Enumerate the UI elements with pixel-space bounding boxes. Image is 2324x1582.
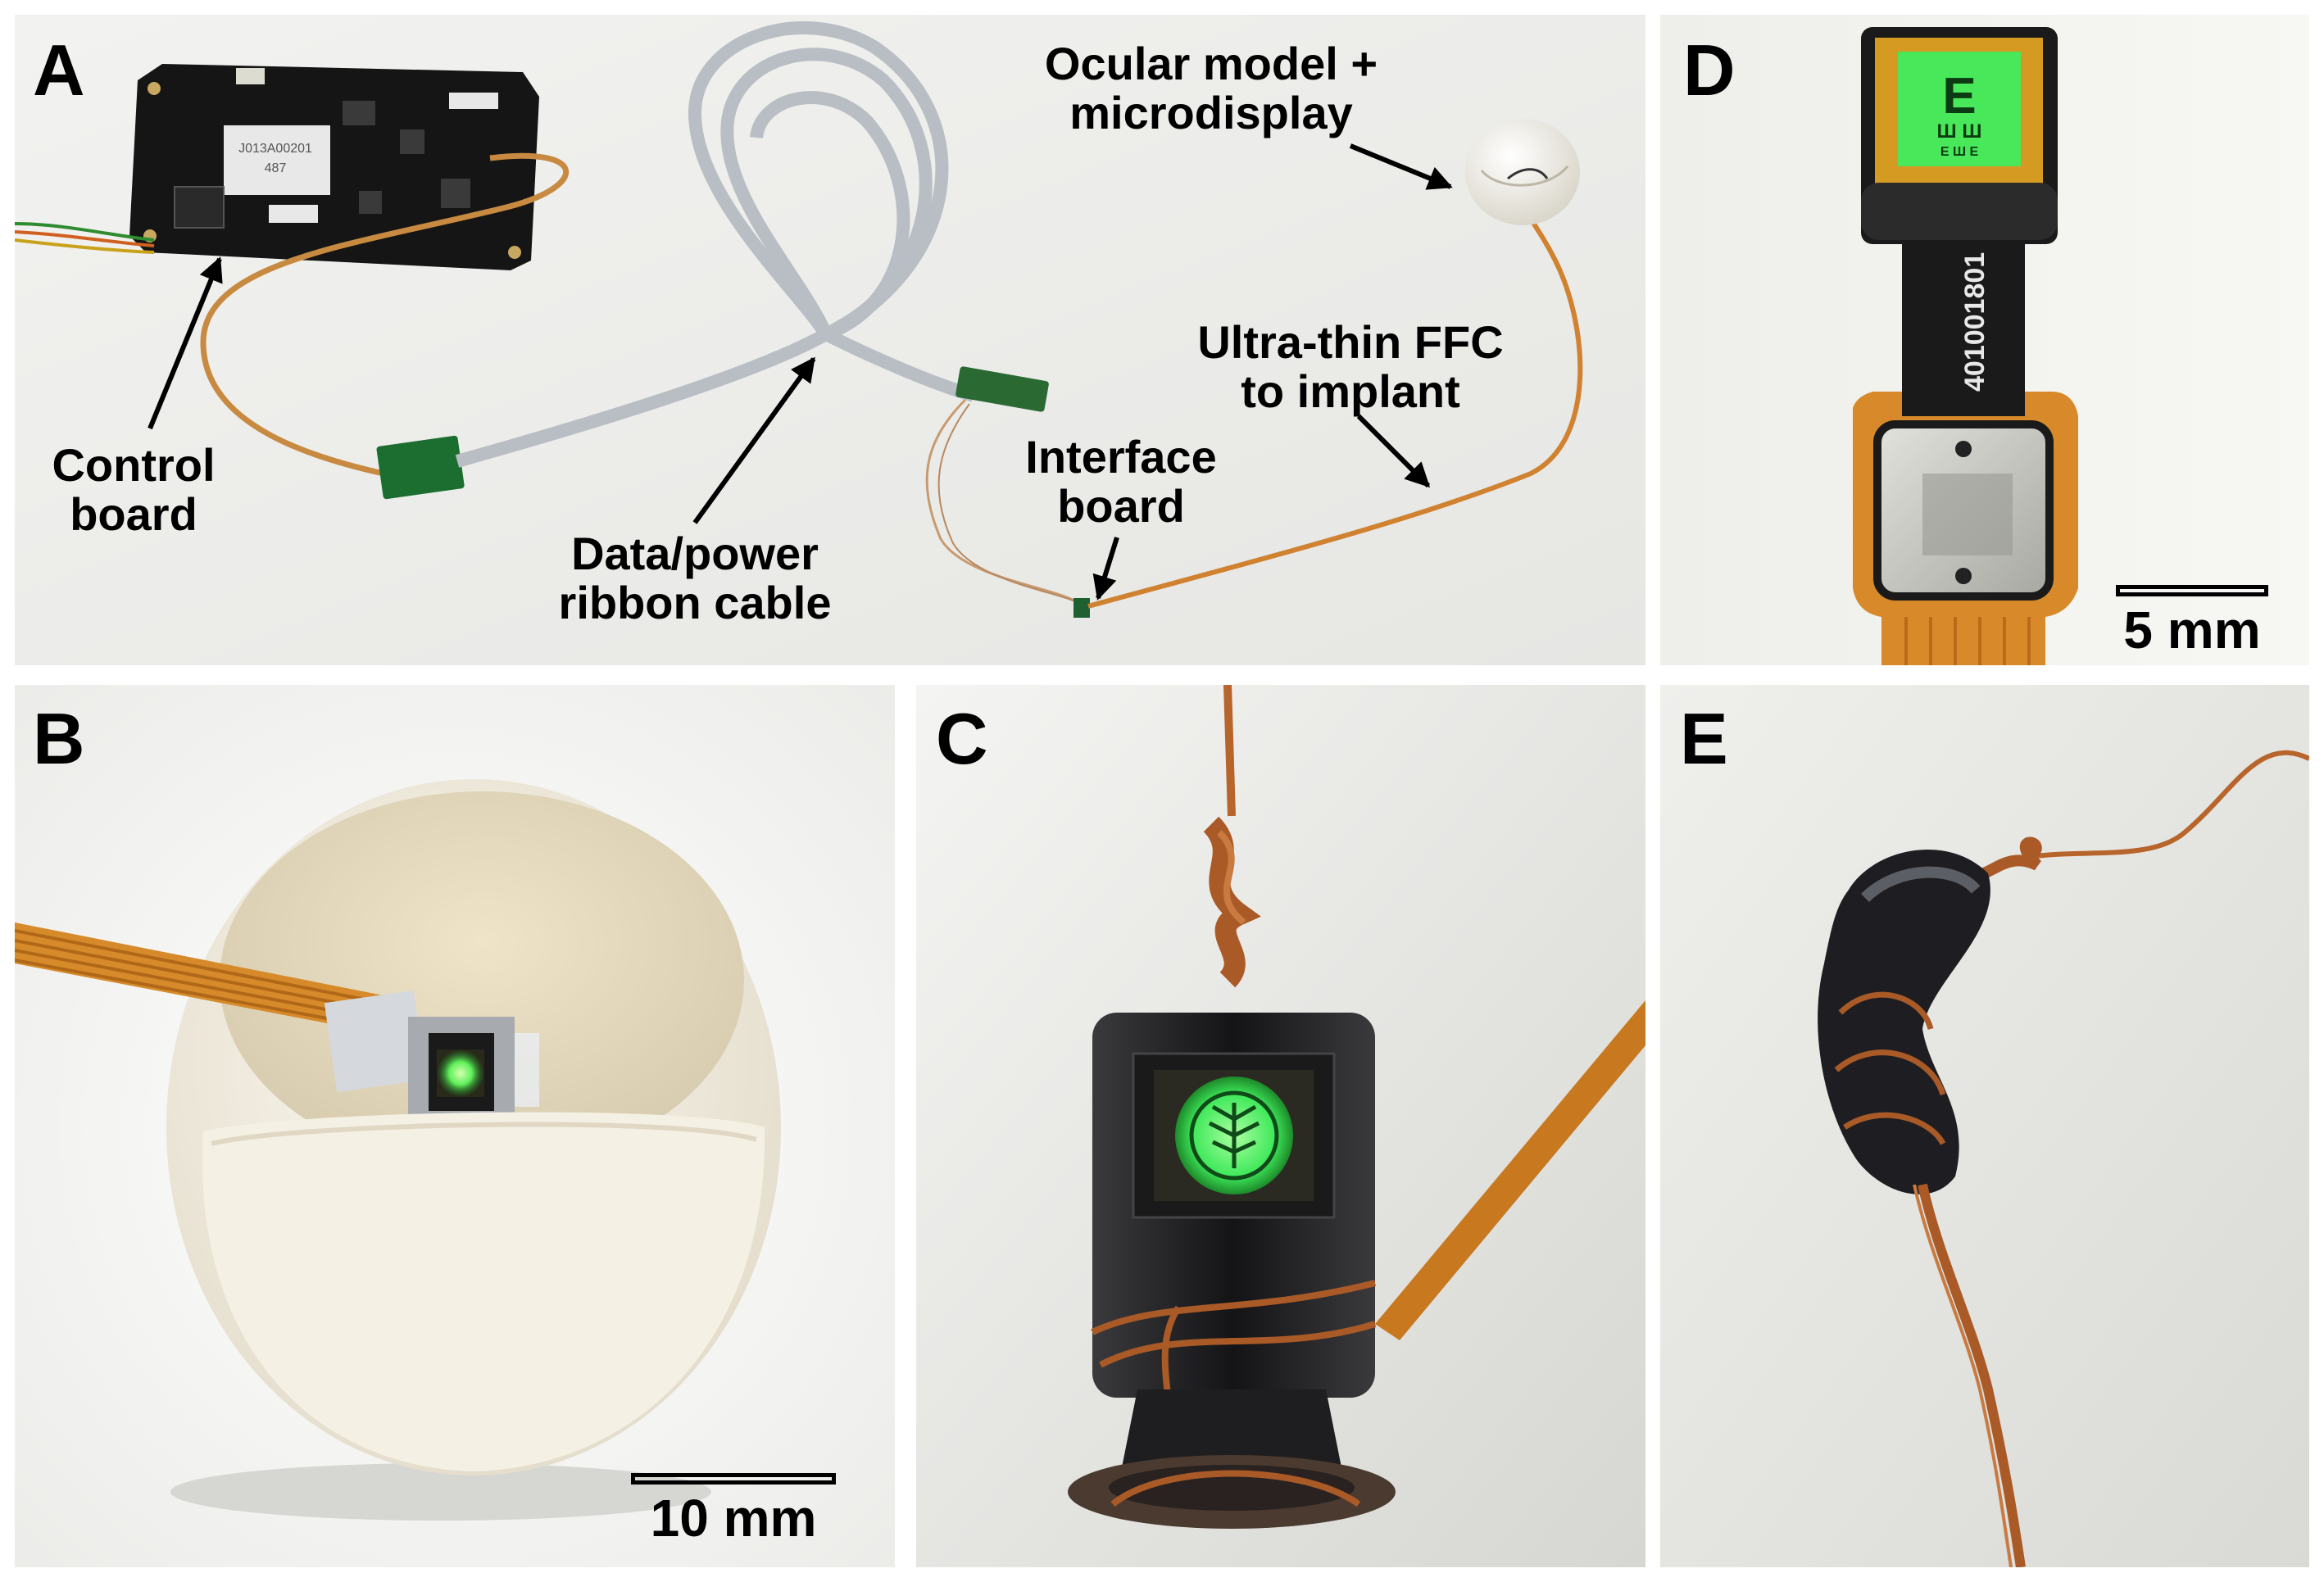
svg-text:Ш Ш: Ш Ш — [1937, 120, 1982, 143]
panel-d-photo: E Ш Ш E Ш E 401001801 — [1660, 15, 2309, 665]
label-control-board-line1: Control — [52, 439, 216, 491]
scale-bar-d-label: 5 mm — [2123, 601, 2261, 660]
panel-label-e: E — [1680, 698, 1728, 779]
panel-a-photo: J013A00201 487 — [15, 15, 1645, 665]
flex-serial-number: 401001801 — [1959, 252, 1990, 392]
microdisplay-screen — [1898, 52, 2021, 166]
ribbon-cable — [455, 21, 976, 468]
panel-e-device-side-view: E — [1660, 685, 2309, 1567]
board-chip-text-2: 487 — [265, 161, 287, 175]
ultra-thin-ffc — [1087, 176, 1583, 609]
panel-d-microdisplay-module: E Ш Ш E Ш E 401001801 D 5 mm — [1660, 15, 2309, 665]
svg-text:E: E — [1942, 68, 1976, 125]
label-data-power-cable-line1: Data/power — [571, 528, 819, 579]
panel-c-photo — [916, 685, 1645, 1567]
panel-e-photo — [1660, 685, 2309, 1567]
label-ultra-thin-ffc-line2: to implant — [1241, 365, 1460, 417]
panel-label-a: A — [33, 29, 85, 111]
board-chip-text-1: J013A00201 — [238, 142, 312, 156]
label-ultra-thin-ffc-line1: Ultra-thin FFC — [1197, 316, 1504, 368]
label-interface-board: Interface board — [998, 433, 1244, 531]
panel-b-ocular-model: B 10 mm — [15, 685, 895, 1567]
label-control-board: Control board — [48, 441, 220, 539]
panel-label-b: B — [33, 698, 85, 779]
label-data-power-cable: Data/power ribbon cable — [523, 529, 867, 628]
panel-b-photo — [15, 685, 895, 1567]
label-data-power-cable-line2: ribbon cable — [558, 577, 832, 628]
label-interface-board-line1: Interface — [1025, 431, 1217, 483]
panel-a-system-overview: J013A00201 487 A — [15, 15, 1645, 665]
scale-bar-b-label: 10 mm — [650, 1489, 817, 1548]
label-control-board-line2: board — [70, 488, 197, 540]
ocular-model — [1465, 119, 1580, 225]
panel-label-c: C — [936, 698, 988, 779]
panel-c-encapsulated-device: C — [916, 685, 1645, 1567]
label-ocular-model-line1: Ocular model + — [1044, 38, 1378, 89]
label-ultra-thin-ffc: Ultra-thin FFC to implant — [1162, 318, 1539, 416]
microdisplay-glow — [438, 1050, 483, 1096]
label-ocular-model-line2: microdisplay — [1069, 87, 1353, 138]
label-ocular-model: Ocular model + microdisplay — [1031, 39, 1391, 138]
panel-label-d: D — [1683, 29, 1736, 111]
label-interface-board-line2: board — [1057, 480, 1185, 532]
control-board-pcb — [129, 64, 539, 270]
svg-text:E Ш E: E Ш E — [1940, 145, 1979, 159]
